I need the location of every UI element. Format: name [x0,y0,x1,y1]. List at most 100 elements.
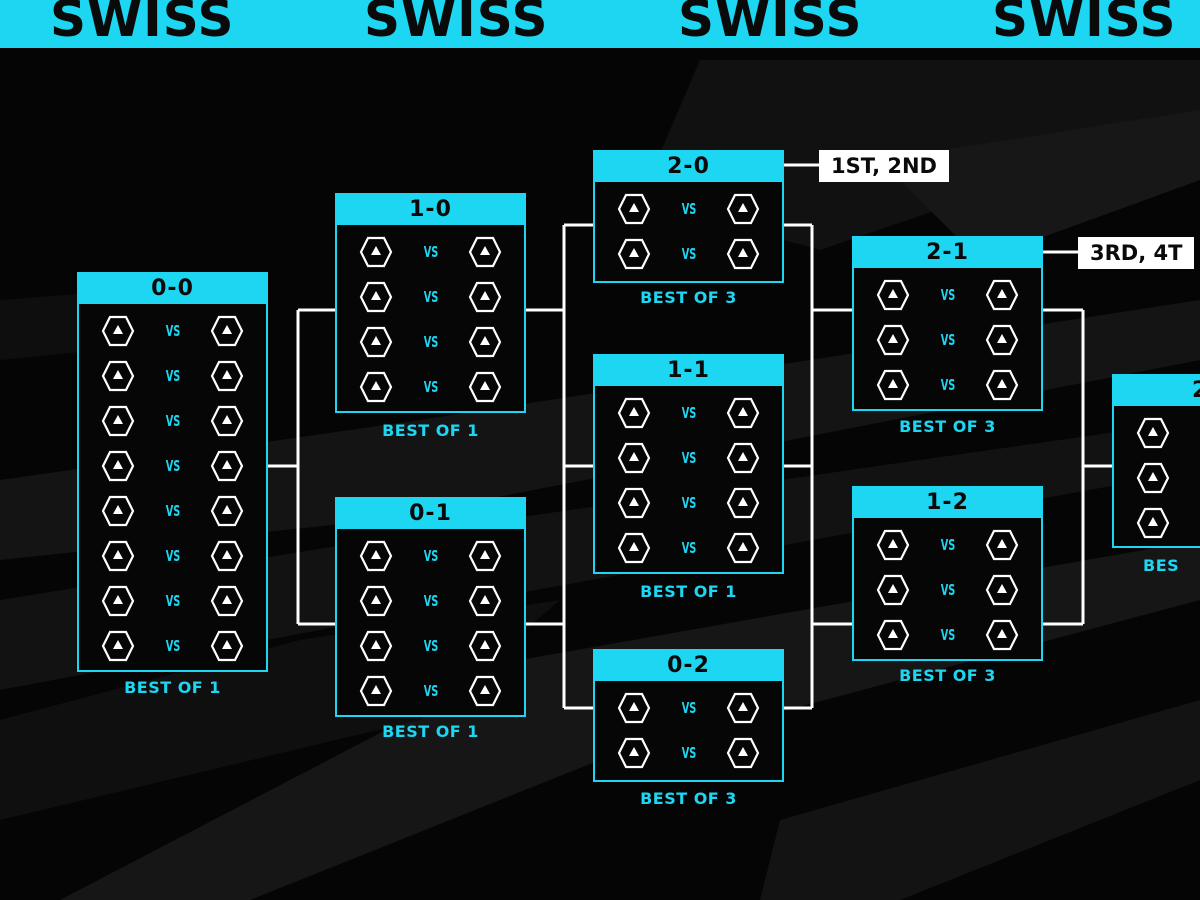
match-row: VS [595,192,782,226]
vs-label: VS [165,367,180,385]
hexagon-team-placeholder-icon [617,193,651,225]
vs-label: VS [165,322,180,340]
match-row: VS [595,486,782,520]
hexagon-team-placeholder-icon [985,619,1019,651]
vs-label: VS [940,536,955,554]
match-row: VS [337,325,524,359]
match-row: VS [79,404,266,438]
banner-word: SWISS [364,0,549,48]
stage-format: BEST OF 1 [382,722,479,741]
hexagon-team-placeholder-icon [617,532,651,564]
vs-label: VS [940,581,955,599]
hexagon-team-placeholder-icon [985,574,1019,606]
hexagon-team-placeholder-icon [101,630,135,662]
hexagon-team-placeholder-icon [617,737,651,769]
stage-format: BEST OF 1 [382,421,479,440]
match-row: VS [595,441,782,475]
placement-1st-2nd: 1ST, 2ND [819,150,949,182]
stage-record: 1-2 [854,488,1041,518]
match-row: VS [79,314,266,348]
stage-record: 0-0 [79,274,266,304]
stage-record: 2-0 [595,152,782,182]
hexagon-team-placeholder-icon [985,529,1019,561]
hexagon-team-placeholder-icon [726,238,760,270]
hexagon-team-placeholder-icon [210,495,244,527]
match-row: VS [595,396,782,430]
vs-label: VS [423,547,438,565]
match-row: VS [79,494,266,528]
stage-format: BEST OF 3 [640,789,737,808]
hexagon-team-placeholder-icon [726,532,760,564]
vs-label: VS [165,547,180,565]
match-row: VS [79,449,266,483]
hexagon-team-placeholder-icon [876,279,910,311]
swiss-banner: SWISS SWISS SWISS SWISS [0,0,1200,48]
vs-label: VS [165,412,180,430]
match-row: VS [337,539,524,573]
vs-label: VS [165,592,180,610]
hexagon-team-placeholder-icon [359,630,393,662]
hexagon-team-placeholder-icon [468,675,502,707]
hexagon-team-placeholder-icon [101,540,135,572]
hexagon-team-placeholder-icon [210,315,244,347]
vs-label: VS [165,502,180,520]
match-row: VS [337,280,524,314]
vs-label: VS [940,626,955,644]
hexagon-team-placeholder-icon [359,281,393,313]
hexagon-team-placeholder-icon [468,630,502,662]
vs-label: VS [681,449,696,467]
hexagon-team-placeholder-icon [1136,507,1170,539]
hexagon-team-placeholder-icon [617,692,651,724]
hexagon-team-placeholder-icon [468,585,502,617]
hexagon-team-placeholder-icon [210,360,244,392]
match-row: VS [854,528,1041,562]
stage-2-2: 2- [1112,374,1200,548]
hexagon-team-placeholder-icon [617,442,651,474]
match-row: VS [79,539,266,573]
hexagon-team-placeholder-icon [359,540,393,572]
match-row: VS [337,584,524,618]
match-row: VS [595,691,782,725]
hexagon-team-placeholder-icon [468,540,502,572]
hexagon-team-placeholder-icon [726,193,760,225]
hexagon-team-placeholder-icon [359,326,393,358]
stage-record: 1-0 [337,195,524,225]
match-row: VS [337,235,524,269]
match-row: VS [595,736,782,770]
hexagon-team-placeholder-icon [726,442,760,474]
hexagon-team-placeholder-icon [468,371,502,403]
vs-label: VS [423,288,438,306]
match-row: VS [854,573,1041,607]
hexagon-team-placeholder-icon [985,279,1019,311]
match-row: VS [854,368,1041,402]
match-row: VS [854,278,1041,312]
hexagon-team-placeholder-icon [101,495,135,527]
hexagon-team-placeholder-icon [1136,462,1170,494]
hexagon-team-placeholder-icon [210,540,244,572]
hexagon-team-placeholder-icon [359,371,393,403]
hexagon-team-placeholder-icon [101,315,135,347]
banner-word: SWISS [678,0,863,48]
hexagon-team-placeholder-icon [359,585,393,617]
vs-label: VS [423,682,438,700]
vs-label: VS [940,376,955,394]
match-row: VS [79,584,266,618]
hexagon-team-placeholder-icon [101,585,135,617]
stage-record: 2-1 [854,238,1041,268]
match-row [1114,416,1200,450]
match-row: VS [854,323,1041,357]
hexagon-team-placeholder-icon [210,585,244,617]
hexagon-team-placeholder-icon [617,397,651,429]
stage-format: BEST OF 3 [899,666,996,685]
hexagon-team-placeholder-icon [101,360,135,392]
hexagon-team-placeholder-icon [876,529,910,561]
match-row [1114,506,1200,540]
hexagon-team-placeholder-icon [468,236,502,268]
hexagon-team-placeholder-icon [210,405,244,437]
